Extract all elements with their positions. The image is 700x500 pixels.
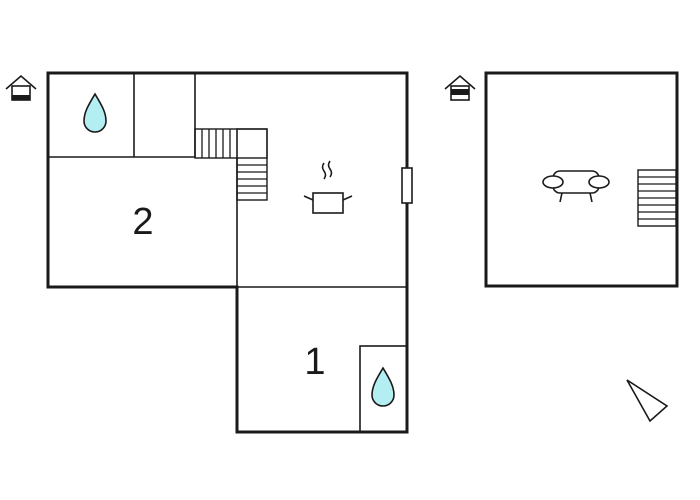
water-drop-icon [83, 92, 107, 133]
kitchen-pot-icon [303, 160, 353, 214]
north-arrow-icon [626, 379, 669, 423]
window-icon [401, 167, 413, 204]
house-upper-floor-icon [444, 74, 476, 101]
sofa-icon [542, 170, 610, 203]
upper-floor-outline [484, 71, 679, 288]
bathroom-1 [359, 345, 408, 433]
house-ground-floor-icon [5, 74, 37, 101]
water-drop-icon [371, 366, 395, 407]
stairs-icon [637, 169, 677, 227]
room-label-2: 2 [132, 201, 153, 243]
room-label-1: 1 [304, 341, 325, 383]
ground-floor-outline [46, 71, 409, 434]
stairs-icon [194, 128, 268, 201]
